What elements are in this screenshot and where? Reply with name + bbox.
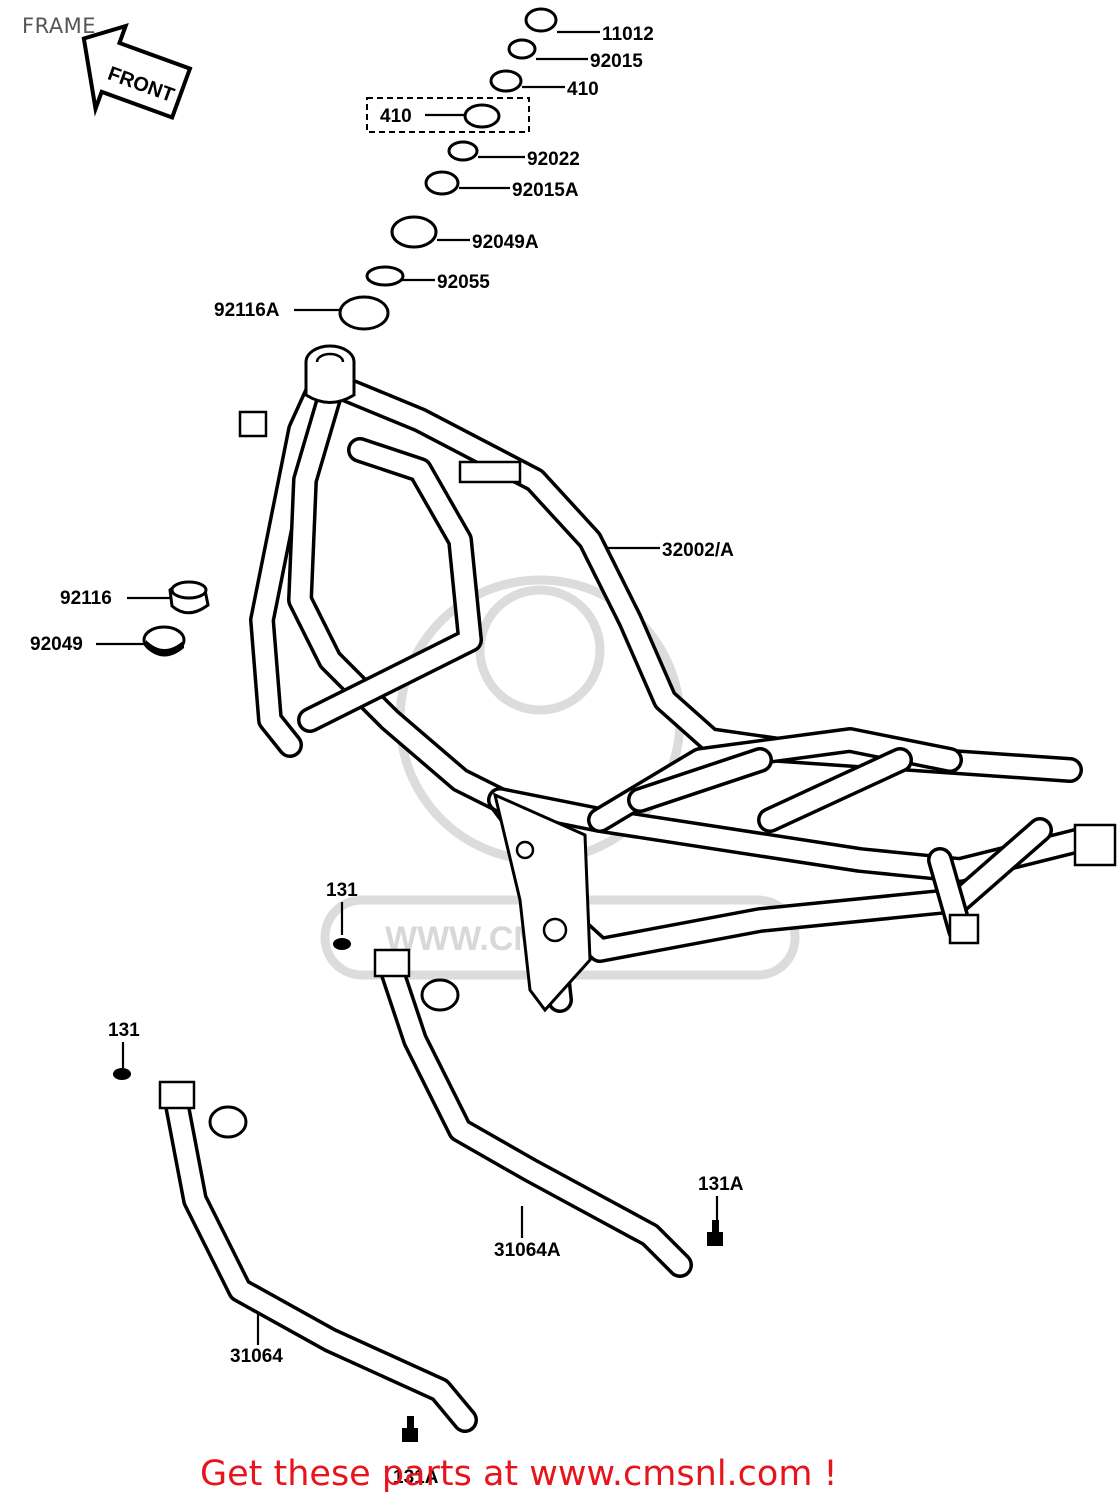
label-32002A: 32002/A xyxy=(662,540,734,561)
downtube-31064A xyxy=(373,948,693,1278)
part-92055-oring xyxy=(365,265,405,287)
part-410-washer-b xyxy=(463,103,501,129)
rubber-mounts xyxy=(142,580,210,657)
label-92055: 92055 xyxy=(437,272,490,293)
main-frame-32002 xyxy=(238,344,1117,1013)
label-92049: 92049 xyxy=(30,634,83,655)
label-131A-bottom: 131A xyxy=(393,1467,439,1488)
label-131-upper: 131 xyxy=(326,880,358,901)
part-92049A-seal xyxy=(390,215,438,249)
watermark-text: WWW.CM xyxy=(385,920,542,958)
label-410: 410 xyxy=(567,79,599,100)
leader-lines xyxy=(96,30,719,1345)
label-131-lower: 131 xyxy=(108,1020,140,1041)
label-92116A: 92116A xyxy=(214,300,280,321)
stem-parts xyxy=(338,7,558,331)
part-410-box xyxy=(366,97,530,133)
downtube-31064 xyxy=(158,1080,478,1433)
front-arrow: FRONT xyxy=(81,23,193,121)
bolts xyxy=(113,938,723,1442)
bolt-131A-a xyxy=(707,1220,723,1246)
bolt-131-b xyxy=(113,1068,131,1080)
page-title: FRAME xyxy=(22,14,97,38)
bolt-131A-b xyxy=(402,1416,418,1442)
label-11012: 11012 xyxy=(602,24,654,45)
label-92022: 92022 xyxy=(527,149,580,170)
label-31064: 31064 xyxy=(230,1346,283,1367)
footer-shop-link[interactable]: Get these parts at www.cmsnl.com ! xyxy=(200,1454,838,1494)
label-31064A: 31064A xyxy=(494,1240,561,1261)
part-92116A-bearing xyxy=(338,295,390,331)
label-92049A: 92049A xyxy=(472,232,539,253)
part-410-washer xyxy=(489,69,523,93)
part-11012-cap xyxy=(524,7,558,33)
part-92015A-nut xyxy=(424,170,460,196)
part-92015-nut xyxy=(507,38,537,60)
label-410-boxed: 410 xyxy=(380,106,412,127)
label-131A-right: 131A xyxy=(698,1174,744,1195)
label-92015A: 92015A xyxy=(512,180,579,201)
label-92015: 92015 xyxy=(590,51,643,72)
bolt-131-a xyxy=(333,938,351,950)
part-labels: 11012 92015 410 410 92022 92015A 92049A … xyxy=(30,24,744,1488)
label-92116: 92116 xyxy=(60,588,112,609)
part-92022-washer xyxy=(447,140,479,162)
